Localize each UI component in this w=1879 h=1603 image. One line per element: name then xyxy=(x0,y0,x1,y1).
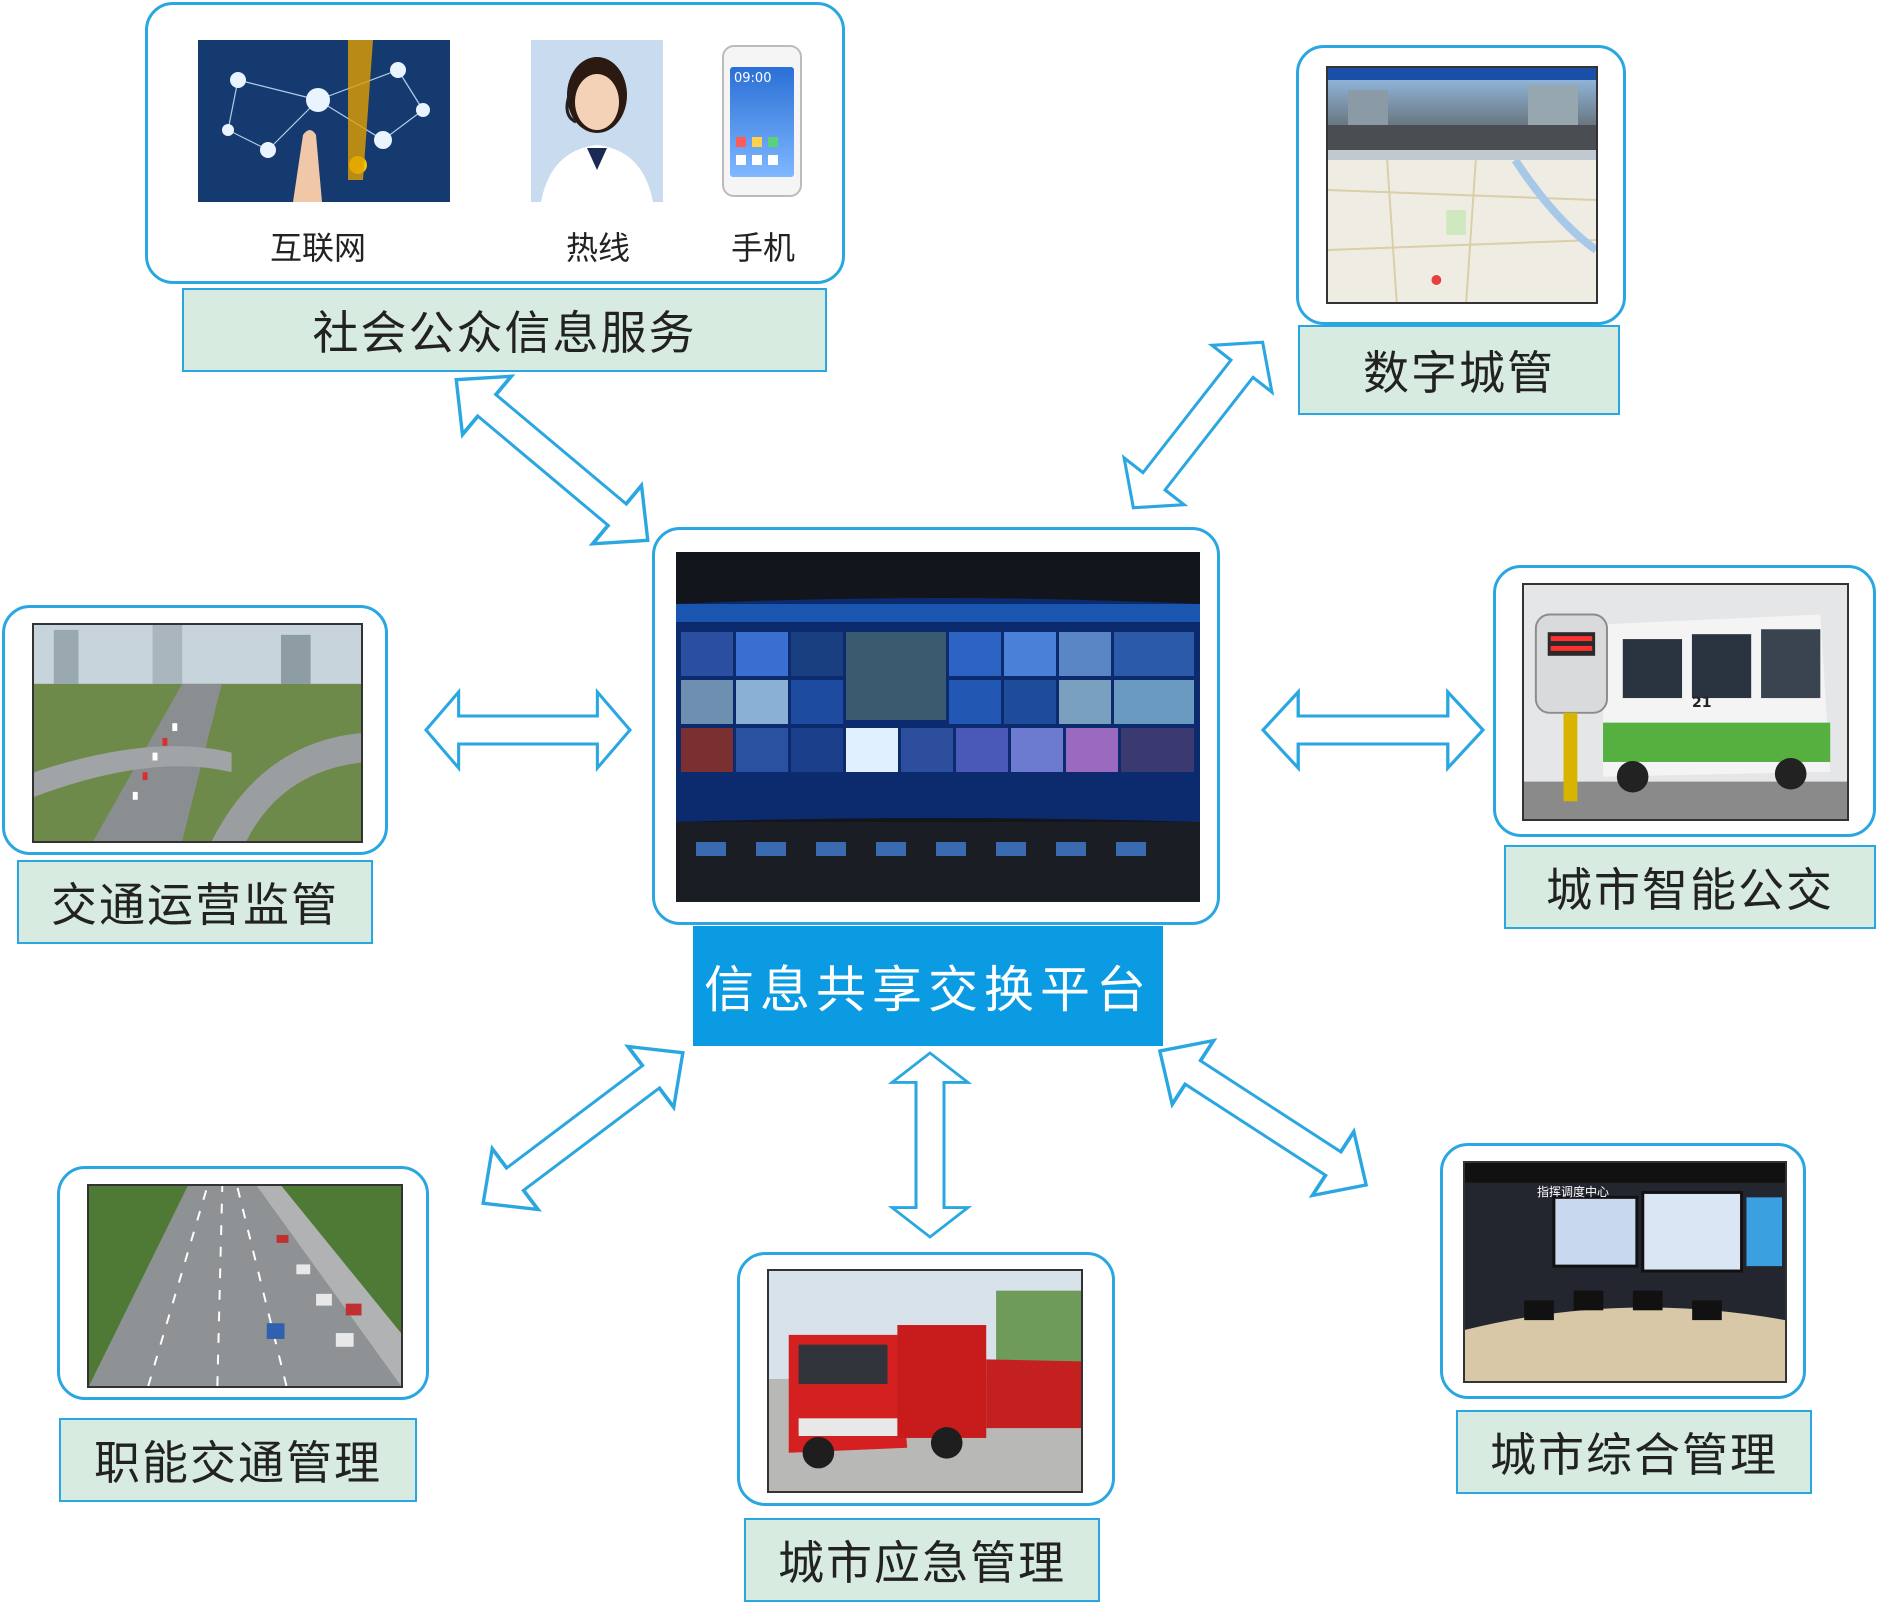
integrated-photo: 指挥调度中心 xyxy=(1463,1161,1787,1383)
digital-city-photo xyxy=(1326,66,1598,304)
arrow-center-digital-city xyxy=(1101,317,1295,533)
internet-photo xyxy=(198,40,450,202)
digital-city-label: 数字城管 xyxy=(1298,325,1620,415)
integrated-frame: 指挥调度中心 xyxy=(1440,1143,1806,1399)
digital-city-frame xyxy=(1296,45,1626,325)
caption-internet: 互联网 xyxy=(269,229,366,267)
smart-bus-frame: 21 xyxy=(1493,565,1876,837)
traffic-ops-photo xyxy=(32,623,363,843)
center-platform-label: 信息共享交换平台 xyxy=(693,926,1163,1046)
caption-hotline: 热线 xyxy=(565,229,630,267)
control-room-sign: 指挥调度中心 xyxy=(1537,1185,1610,1199)
arrow-center-functional-traffic xyxy=(458,1020,708,1236)
smart-bus-photo: 21 xyxy=(1522,583,1849,821)
control-center-photo xyxy=(676,552,1200,902)
hotline-photo xyxy=(531,40,663,202)
phone-time: 09:00 xyxy=(734,71,772,86)
arrow-center-public-service xyxy=(430,348,674,572)
caption-mobile: 手机 xyxy=(730,229,795,267)
phone-screen: 09:00 xyxy=(730,67,794,177)
public-service-frame: 09:00 互联网 热线 手机 xyxy=(145,2,845,284)
traffic-ops-frame xyxy=(2,605,388,855)
integrated-label: 城市综合管理 xyxy=(1456,1410,1812,1494)
arrow-center-traffic-ops xyxy=(424,690,632,770)
functional-traffic-frame xyxy=(57,1166,429,1400)
mobile-photo: 09:00 xyxy=(722,45,802,197)
arrow-center-integrated xyxy=(1137,1017,1389,1219)
functional-traffic-label: 职能交通管理 xyxy=(59,1418,417,1502)
traffic-ops-label: 交通运营监管 xyxy=(17,860,373,944)
functional-traffic-photo xyxy=(87,1184,403,1388)
arrow-center-emergency xyxy=(890,1051,970,1239)
center-platform-frame xyxy=(652,527,1220,925)
emergency-photo xyxy=(767,1269,1083,1493)
smart-bus-label: 城市智能公交 xyxy=(1504,845,1876,929)
arrow-center-smart-bus xyxy=(1261,690,1485,770)
public-service-label: 社会公众信息服务 xyxy=(182,288,827,372)
bus-route-number: 21 xyxy=(1692,695,1712,711)
emergency-frame xyxy=(737,1252,1115,1506)
emergency-label: 城市应急管理 xyxy=(744,1518,1100,1602)
